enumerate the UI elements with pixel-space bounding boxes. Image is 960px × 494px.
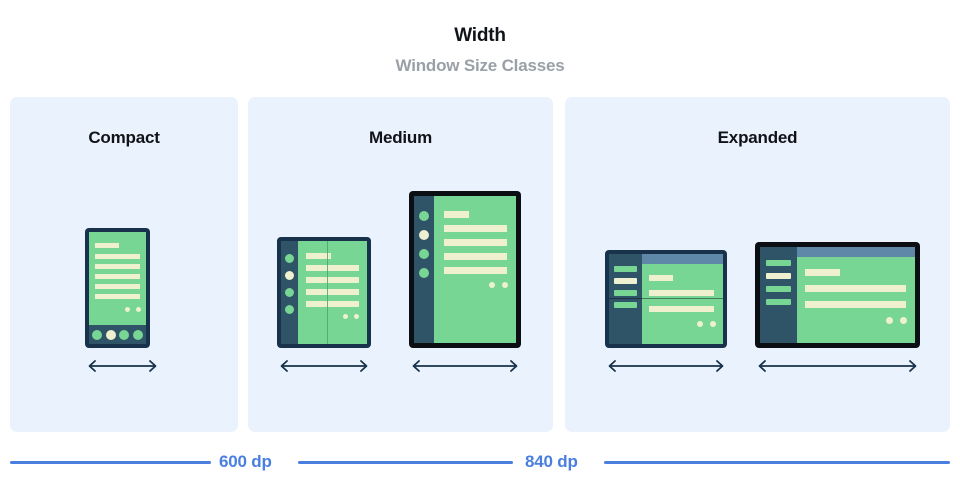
content-line [444,211,469,218]
rail-dot[interactable] [419,249,429,259]
content-line [444,253,507,260]
rail-dot[interactable] [419,211,429,221]
content-line [306,289,359,295]
panel-compact: Compact [10,97,238,432]
bottom-nav-dot-active[interactable] [105,329,116,340]
content-line [306,265,359,271]
panel-medium: Medium [248,97,553,432]
bottom-nav-dot[interactable] [119,329,130,340]
drawer-bar[interactable] [614,290,637,296]
fab-dot [886,317,893,324]
rail-dot-active[interactable] [285,271,294,280]
ruler-segment-left [10,461,211,464]
content-line [95,264,140,269]
panel-expanded: Expanded [565,97,950,432]
tablet-portrait-content [434,196,516,343]
fab-dot [136,307,141,312]
phone-bottom-nav [89,325,146,344]
fold-seam-vertical [327,241,328,344]
phone-content [89,232,146,344]
panel-label-medium: Medium [368,128,433,147]
page-subtitle: Window Size Classes [395,56,565,75]
drawer-bar[interactable] [614,302,637,308]
rail-dot[interactable] [419,268,429,278]
fab-dot [489,282,495,288]
content-line [444,239,507,246]
ruler-segment-middle-left [298,461,513,464]
rail-dot-active[interactable] [419,230,429,240]
fab-dot [125,307,130,312]
rail-dot[interactable] [285,254,294,263]
drawer-bar-active[interactable] [766,273,791,279]
content-line [805,269,840,276]
content-line [95,284,140,289]
navigation-rail [414,196,434,343]
drawer-bar[interactable] [614,266,637,272]
phone-screen [89,232,146,344]
panel-label-expanded: Expanded [717,128,798,147]
ruler-segment-right [604,461,950,464]
device-tablet-landscape [755,242,920,348]
device-foldable-portrait [277,237,371,348]
panel-label-compact: Compact [88,128,160,147]
fab-dot [343,314,348,319]
page-title: Width [454,25,506,46]
drawer-bar[interactable] [766,260,791,266]
device-foldable-landscape [605,250,727,348]
rail-dot[interactable] [285,305,294,314]
top-app-bar [642,254,723,264]
content-line [95,254,140,259]
rail-dot[interactable] [285,288,294,297]
bottom-nav-dot[interactable] [132,329,143,340]
foldable-landscape-screen [609,254,723,344]
content-line [306,277,359,283]
width-arrow-compact [84,358,161,374]
width-arrow-foldable-landscape [604,358,728,374]
content-line [306,301,359,307]
drawer-bar-active[interactable] [614,278,637,284]
foldable-screen [281,241,367,344]
fab-dot [502,282,508,288]
content-line [95,294,140,299]
navigation-drawer [760,247,797,343]
tablet-landscape-screen [760,247,915,343]
device-tablet-portrait [409,191,521,348]
content-line [805,285,906,292]
width-arrow-tablet-landscape [754,358,921,374]
drawer-bar[interactable] [766,286,791,292]
content-line [95,243,119,248]
drawer-bar[interactable] [766,299,791,305]
content-line [444,267,507,274]
bottom-nav-dot[interactable] [92,329,103,340]
top-app-bar [797,247,915,257]
content-line [649,275,673,281]
content-line [649,306,714,312]
header: Width Window Size Classes [0,0,960,74]
content-line [805,301,906,308]
content-line [444,225,507,232]
size-class-panels: Compact [0,97,960,432]
content-line [95,274,140,279]
tablet-portrait-screen [414,196,516,343]
content-line [306,253,331,259]
breakpoint-rulers: 600 dp 840 dp [0,440,960,494]
foldable-landscape-content [642,254,723,344]
fab-dot [354,314,359,319]
tablet-landscape-content [797,247,915,343]
width-arrow-tablet-portrait [408,358,522,374]
fab-dot [710,321,716,327]
fold-seam-horizontal [609,298,723,299]
fab-dot [900,317,907,324]
navigation-rail [281,241,298,344]
ruler-label-600dp: 600 dp [219,452,272,471]
navigation-drawer [609,254,642,344]
ruler-label-840dp: 840 dp [525,452,578,471]
fab-dot [697,321,703,327]
device-phone-portrait [85,228,150,348]
content-line [649,290,714,296]
foldable-content [298,241,367,344]
width-arrow-foldable-portrait [276,358,372,374]
